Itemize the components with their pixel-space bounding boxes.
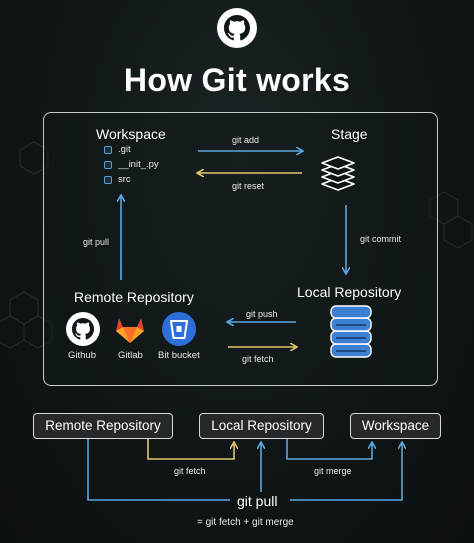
workspace-button[interactable]: Workspace (350, 413, 441, 439)
bottom-git-merge-label: git merge (314, 466, 352, 476)
git-fetch-label: git fetch (242, 354, 274, 364)
bitbucket-icon (162, 312, 196, 346)
file-icon (104, 146, 112, 154)
gitlab-icon (116, 318, 144, 343)
git-workflow-panel (43, 112, 438, 386)
database-icon (330, 305, 372, 358)
bitbucket-label: Bit bucket (158, 350, 200, 361)
gitlab-label: Gitlab (118, 350, 143, 361)
bottom-git-fetch-label: git fetch (174, 466, 206, 476)
git-pull-label: git pull (83, 237, 110, 247)
git-pull-formula: = git fetch + git merge (197, 517, 294, 528)
local-repository-button[interactable]: Local Repository (199, 413, 324, 439)
file-item: src (118, 174, 131, 185)
git-reset-label: git reset (232, 181, 265, 191)
git-commit-label: git commit (360, 234, 402, 244)
file-item: __init_.py (118, 159, 159, 170)
file-item: .git (118, 144, 131, 155)
git-add-label: git add (232, 135, 260, 145)
local-repository-label: Local Repository (297, 284, 402, 300)
github-label: Github (68, 350, 96, 361)
file-icon (104, 176, 112, 184)
bottom-git-pull-label: git pull (237, 493, 278, 509)
remote-repository-button[interactable]: Remote Repository (33, 413, 173, 439)
github-icon (66, 312, 100, 346)
page-title: How Git works (123, 62, 351, 98)
git-push-label: git push (246, 309, 278, 319)
stage-label: Stage (331, 126, 368, 142)
file-icon (104, 161, 112, 169)
github-logo-icon (217, 8, 257, 48)
stack-layers-icon (321, 156, 355, 191)
remote-repository-label: Remote Repository (74, 289, 194, 305)
workspace-label: Workspace (96, 126, 166, 142)
